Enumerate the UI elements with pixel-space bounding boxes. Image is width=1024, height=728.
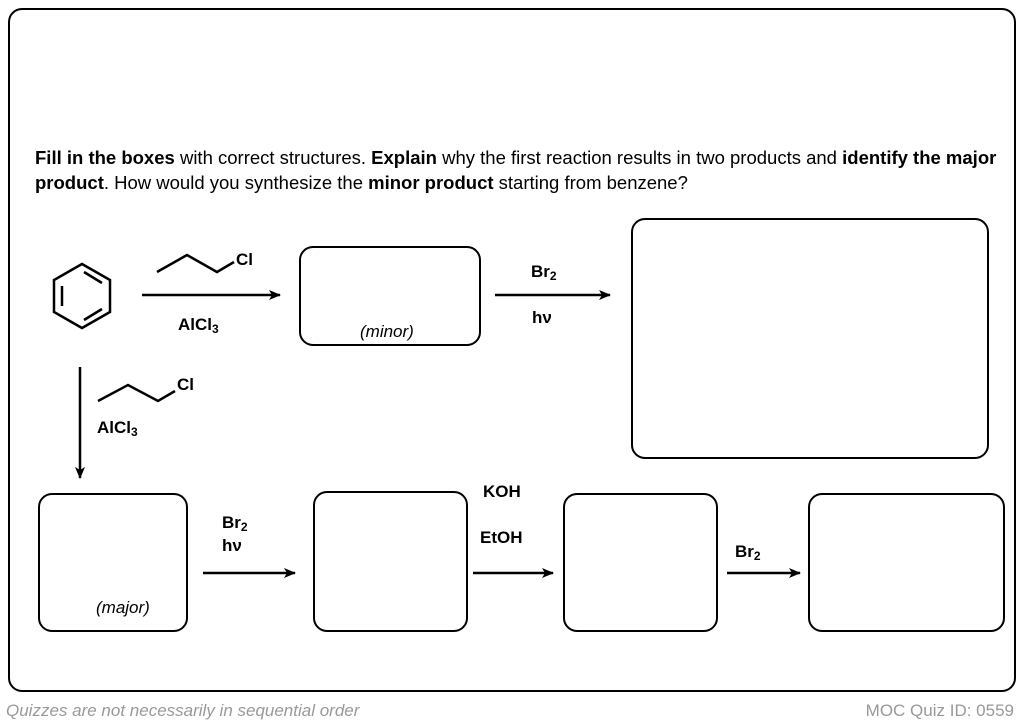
answer-box-minor[interactable] — [299, 246, 481, 346]
hv-label-bottom: hν — [222, 536, 242, 555]
answer-box-major[interactable] — [38, 493, 188, 632]
br2-text: Br — [222, 513, 241, 532]
br2-sub: 2 — [549, 269, 557, 283]
cl-label-top: Cl — [236, 250, 253, 269]
hv-label-top: hν — [532, 308, 552, 327]
footer-note: Quizzes are not necessarily in sequentia… — [6, 701, 360, 720]
br2-label-last: Br2 — [735, 542, 761, 563]
answer-box-large[interactable] — [631, 218, 989, 459]
answer-box-2[interactable] — [313, 491, 468, 632]
koh-label: KOH — [483, 482, 521, 501]
question-text: Fill in the boxes with correct structure… — [35, 145, 1005, 195]
q-text-6: . How would you synthesize the — [103, 172, 369, 193]
q-text-4: why the first reaction results in two pr… — [436, 147, 843, 168]
br2-label-bottom: Br2 — [222, 513, 248, 534]
alcl3-text: AlCl — [97, 418, 131, 437]
br2-sub: 2 — [240, 520, 248, 534]
br2-text: Br — [735, 542, 754, 561]
cl-label-side: Cl — [177, 375, 194, 394]
br2-sub: 2 — [753, 549, 761, 563]
alcl3-sub: 3 — [131, 425, 138, 439]
benzene-structure — [52, 262, 112, 330]
minor-label: (minor) — [360, 322, 414, 341]
br2-label-top: Br2 — [531, 262, 557, 283]
etoh-label: EtOH — [480, 528, 523, 547]
alcl3-label-side: AlCl3 — [97, 418, 138, 439]
q-bold-7: minor product — [368, 172, 494, 193]
major-label: (major) — [96, 598, 150, 617]
br2-text: Br — [531, 262, 550, 281]
q-bold-5: identify the major product — [35, 147, 997, 193]
alcl3-text: AlCl — [178, 315, 212, 334]
q-bold-3: Explain — [371, 147, 437, 168]
propyl-chain-top — [156, 253, 235, 274]
answer-box-3[interactable] — [563, 493, 718, 632]
q-text-8: starting from benzene? — [493, 172, 688, 193]
quiz-id: MOC Quiz ID: 0559 — [865, 701, 1014, 720]
q-text-2: with correct structures. — [174, 147, 372, 168]
alcl3-label-top: AlCl3 — [178, 315, 219, 336]
q-bold-1: Fill in the boxes — [35, 147, 175, 168]
propyl-chain-side — [97, 383, 176, 403]
answer-box-4[interactable] — [808, 493, 1005, 632]
alcl3-sub: 3 — [212, 322, 219, 336]
quiz-frame — [8, 8, 1016, 692]
